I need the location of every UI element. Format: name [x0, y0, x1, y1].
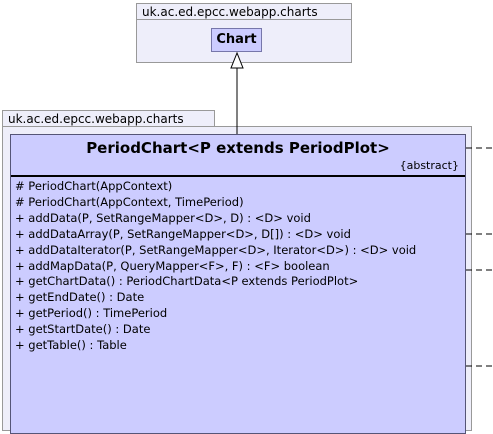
- operation-item: # PeriodChart(AppContext): [15, 179, 173, 193]
- operation-item: + getTable() : Table: [15, 338, 127, 353]
- inheritance-arrowhead: [230, 51, 244, 69]
- package-tab-top: uk.ac.ed.epcc.webapp.charts: [136, 3, 352, 20]
- operation-item: + getStartDate() : Date: [15, 322, 151, 337]
- connectors: [230, 51, 493, 367]
- class-divider: [11, 175, 465, 177]
- class-periodchart[interactable]: PeriodChart<P extends PeriodPlot> {abstr…: [10, 134, 466, 434]
- package-name-top: uk.ac.ed.epcc.webapp.charts: [142, 5, 318, 19]
- class-chart[interactable]: Chart: [211, 28, 262, 52]
- operation-item: # PeriodChart(AppContext, TimePeriod): [15, 194, 244, 209]
- operation-item: + addData(P, SetRangeMapper<D>, D) : <D>…: [15, 210, 311, 225]
- operation-item: + getChartData() : PeriodChartData<P ext…: [15, 274, 359, 289]
- package-name-main: uk.ac.ed.epcc.webapp.charts: [8, 112, 184, 126]
- operation-item: + getEndDate() : Date: [15, 290, 145, 305]
- operation-item: + addMapData(P, QueryMapper<F>, F) : <F>…: [15, 258, 330, 273]
- class-title: PeriodChart<P extends PeriodPlot>: [86, 139, 390, 157]
- operation-item: + addDataIterator(P, SetRangeMapper<D>, …: [15, 242, 417, 257]
- operation-item: + getPeriod() : TimePeriod: [15, 306, 168, 321]
- package-tab-main: uk.ac.ed.epcc.webapp.charts: [2, 110, 215, 127]
- operations-list: # PeriodChart(AppContext) # PeriodChart(…: [15, 179, 416, 354]
- class-stereotype: {abstract}: [399, 159, 459, 172]
- operation-item: + addDataArray(P, SetRangeMapper<D>, D[]…: [15, 226, 351, 241]
- class-chart-name: Chart: [216, 32, 257, 47]
